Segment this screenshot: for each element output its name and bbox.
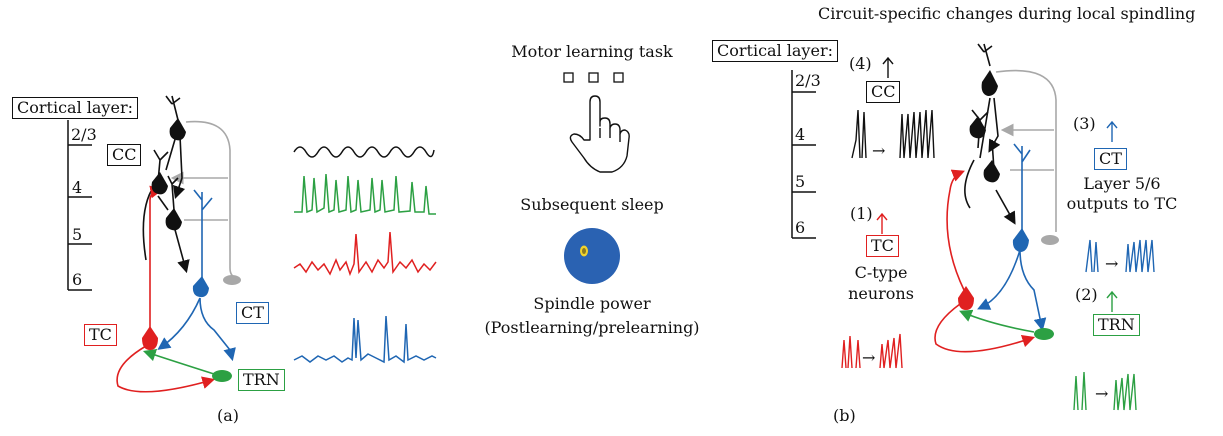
cc-pyramidal-soma-1 xyxy=(169,118,186,141)
change-up-arrows xyxy=(876,56,1118,312)
ct-change-number: (3) xyxy=(1073,114,1096,133)
cc-before-after-arrow: → xyxy=(872,141,886,160)
trn-up-arrow-icon xyxy=(1106,290,1118,312)
panel-b-cortical-layer-label: Cortical layer: xyxy=(712,40,838,63)
panel-a-layer-5: 5 xyxy=(72,225,83,244)
trn-soma xyxy=(212,370,232,382)
panel-b-title: Circuit-specific changes during local sp… xyxy=(818,4,1196,23)
panel-a-ct-label: CT xyxy=(236,302,269,325)
panel-a-cell-bodies xyxy=(142,118,241,382)
spindle-power-label: Spindle power xyxy=(533,294,651,313)
panel-b-trn-label: TRN xyxy=(1093,314,1140,337)
panel-b-ct-label: CT xyxy=(1094,148,1127,171)
panel-b-caption: (b) xyxy=(833,406,856,425)
trn-spikes-before xyxy=(1073,371,1087,411)
trn-before-after-arrow: → xyxy=(1095,384,1109,403)
subsequent-sleep-label: Subsequent sleep xyxy=(520,195,664,214)
panel-b-tc-label: TC xyxy=(866,235,899,258)
panel-a-layer-6: 6 xyxy=(72,270,83,289)
panel-a-layer-2-3: 2/3 xyxy=(71,125,97,144)
tc-before-after-arrow: → xyxy=(862,348,876,367)
panel-b-layer-6: 6 xyxy=(795,218,806,237)
cc-pyramidal-soma-3 xyxy=(165,208,182,231)
cc-spikes-before xyxy=(851,109,867,159)
ct-soma xyxy=(192,276,209,298)
tc-soma xyxy=(142,326,158,350)
cc-spikes-after xyxy=(899,109,935,159)
trace-cc xyxy=(294,173,436,215)
tc-spikes-after xyxy=(879,333,903,369)
cc-up-arrow-icon xyxy=(882,56,894,78)
panel-a-trn-label: TRN xyxy=(238,369,285,392)
ct-before-after-arrow: → xyxy=(1105,254,1119,273)
ct-spikes-after xyxy=(1125,239,1155,273)
ct-up-arrow-icon xyxy=(1106,120,1118,142)
panel-a-caption: (a) xyxy=(217,406,240,425)
ct-spikes-before xyxy=(1085,239,1099,273)
panel-b-layer-2-3: 2/3 xyxy=(795,71,821,90)
cc-pyramidal-soma-2 xyxy=(151,172,168,195)
ct-desc-line1: Layer 5/6 xyxy=(1083,174,1161,193)
panel-a-layer-ruler xyxy=(67,120,92,291)
panel-b-layer-ruler xyxy=(791,70,816,239)
tc-change-number: (1) xyxy=(850,204,873,223)
trn-change-number: (2) xyxy=(1075,285,1098,304)
spike-trains xyxy=(841,109,1155,411)
trn-spikes-after xyxy=(1113,373,1137,411)
square-targets xyxy=(563,72,624,83)
trace-tc xyxy=(293,231,437,277)
ct-desc-line2: outputs to TC xyxy=(1066,194,1178,213)
trace-cortical-eeg xyxy=(293,146,435,158)
panel-a-cortical-layer-label: Cortical layer: xyxy=(12,97,138,120)
panel-b-layer-5: 5 xyxy=(795,172,806,191)
panel-b-cell-bodies xyxy=(958,70,1059,340)
spindle-power-ratio-label: (Postlearning/prelearning) xyxy=(484,318,700,337)
panel-a-traces xyxy=(293,146,437,364)
trace-trn xyxy=(293,315,437,364)
panel-a-tc-label: TC xyxy=(84,324,117,347)
panel-a-layer-4: 4 xyxy=(72,178,83,197)
panel-b-layer-4: 4 xyxy=(795,125,806,144)
pointing-hand-icon xyxy=(569,95,630,173)
panel-a-circuit xyxy=(116,95,237,393)
panel-a-cc-label: CC xyxy=(107,144,142,167)
tc-desc-line1: C-type xyxy=(854,263,908,282)
tc-spikes-before xyxy=(841,335,861,369)
panel-b-cc-label: CC xyxy=(866,81,901,104)
gray-interneuron-soma xyxy=(223,275,241,285)
spindle-power-disc-icon xyxy=(564,228,620,284)
tc-up-arrow-icon xyxy=(876,212,888,234)
cc-change-number: (4) xyxy=(849,54,872,73)
tc-desc-line2: neurons xyxy=(848,284,914,303)
motor-learning-task-label: Motor learning task xyxy=(511,42,673,61)
